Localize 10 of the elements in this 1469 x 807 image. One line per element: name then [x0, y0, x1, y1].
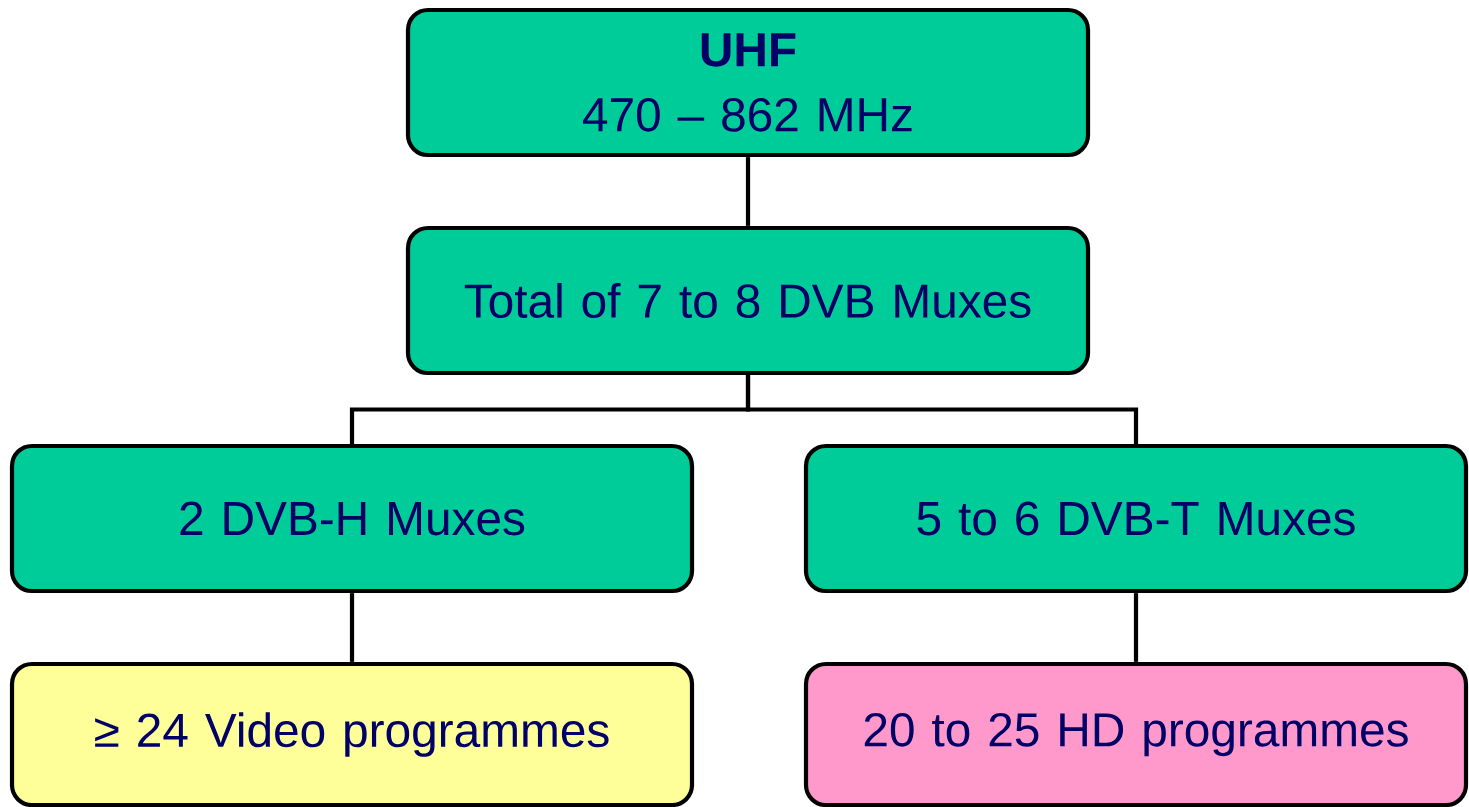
connector-line — [745, 375, 1139, 444]
process-box: 5 to 6 DVB-T Muxes — [803, 443, 1469, 594]
connector-line — [1133, 593, 1139, 662]
process-box: Total of 7 to 8 DVB Muxes — [405, 225, 1091, 376]
connector-line — [745, 157, 751, 226]
process-box: 2 DVB-H Muxes — [9, 443, 695, 594]
connector-line — [349, 593, 355, 662]
result-box: 20 to 25 HD programmes — [803, 661, 1469, 807]
result-box: ≥ 24 Video programmes — [9, 661, 695, 807]
process-box: UHF 470 – 862 MHz — [405, 7, 1091, 158]
